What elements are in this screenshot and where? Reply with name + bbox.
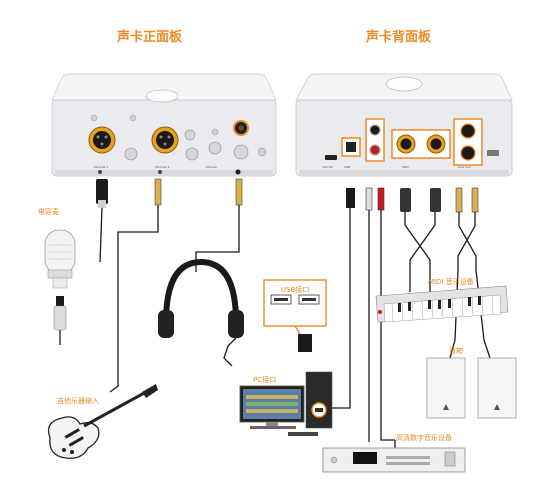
pc-computer (239, 371, 333, 436)
mic-label: 电容麦 (38, 207, 59, 216)
back-sound-card: 10V DC USB MIDI Line Out (295, 73, 513, 177)
mic-2-input (151, 126, 179, 154)
mic-1-input (88, 126, 116, 154)
condenser-mic (44, 229, 76, 345)
svg-text:Line Out: Line Out (458, 165, 471, 169)
midi-ports (391, 129, 451, 159)
hd-device-label: 高清数字音乐设备 (396, 433, 452, 442)
cables (96, 178, 491, 450)
back-panel-title: 声卡背面板 (366, 30, 432, 45)
speaker-label: 音箱 (449, 346, 463, 355)
svg-text:Phones: Phones (206, 165, 217, 169)
front-panel-title: 声卡正面板 (117, 30, 183, 45)
headphones (158, 258, 244, 367)
svg-text:MIDI: MIDI (402, 165, 409, 169)
svg-text:USB: USB (344, 165, 350, 169)
midi-device-label: MIDI 音乐设备 (428, 277, 474, 286)
usb-port-callout (263, 279, 327, 352)
usb-b-port (341, 137, 361, 157)
speakers (426, 357, 517, 419)
svg-text:Mic/Inst 2: Mic/Inst 2 (155, 165, 170, 169)
line-out-ports (453, 118, 483, 166)
rca-ports (365, 118, 385, 162)
svg-text:10V DC: 10V DC (322, 165, 333, 169)
front-sound-card: Mic/Inst 1 Mic/Inst 2 Phones (51, 73, 277, 177)
midi-keyboard (375, 285, 509, 323)
hd-music-device (322, 447, 466, 473)
pc-port-label: PC接口 (253, 375, 276, 384)
svg-text:Mic/Inst 1: Mic/Inst 1 (94, 165, 109, 169)
electric-guitar (47, 384, 158, 459)
guitar-input-label: 吉他乐器输入 (57, 396, 99, 405)
usb-port-label: USB接口 (281, 285, 309, 294)
